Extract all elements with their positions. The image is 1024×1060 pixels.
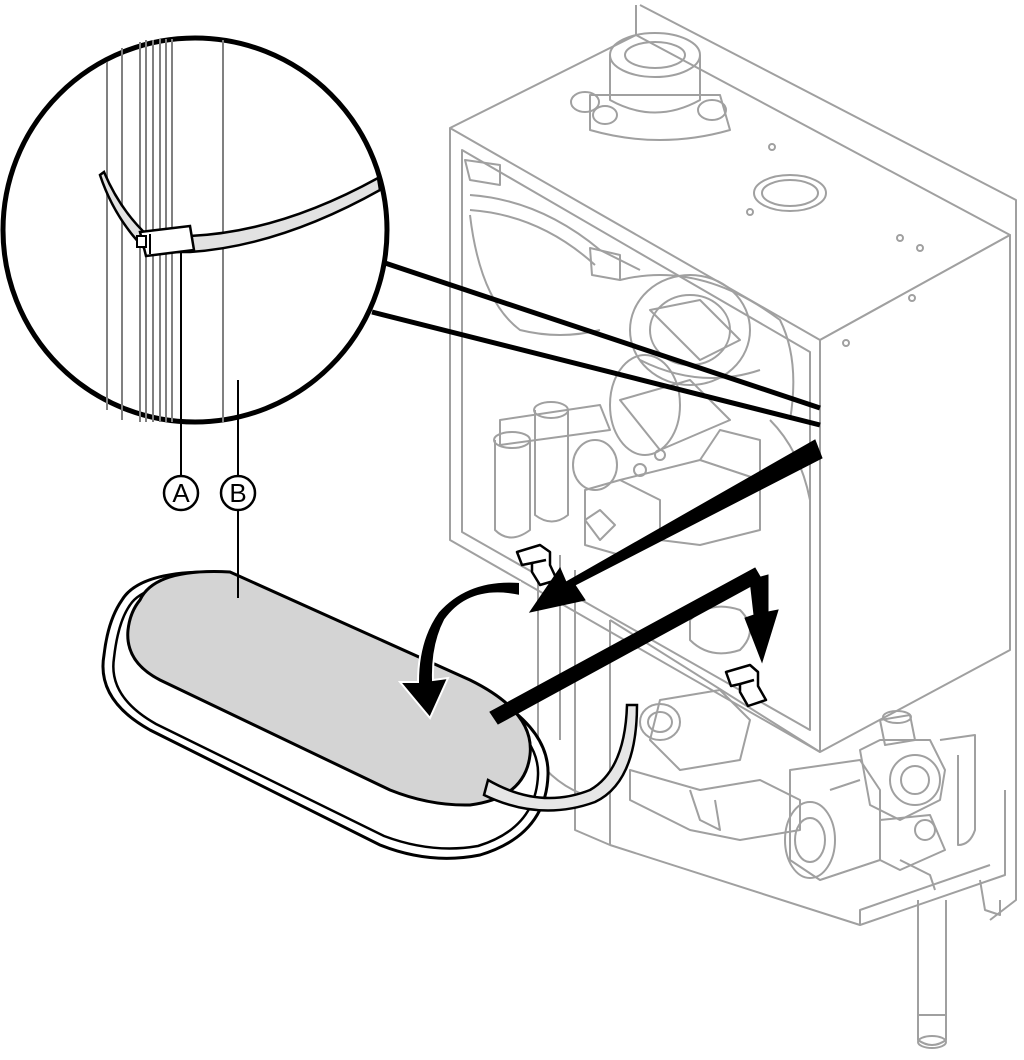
retaining-clip-upper — [515, 543, 559, 587]
callout-a-circle — [162, 474, 200, 512]
drain-pipe — [917, 900, 947, 1046]
expansion-vessel — [101, 570, 639, 860]
movement-arrows — [397, 439, 823, 725]
boiler-unit — [449, 4, 1017, 1049]
housing-left-side — [449, 128, 821, 753]
arrow-rotate — [397, 580, 521, 720]
detail-zoom-view — [0, 35, 821, 428]
internal-components — [464, 159, 1006, 1049]
retaining-clip-lower — [724, 663, 768, 708]
arrow-down — [744, 574, 779, 664]
callout-a-label: A — [172, 478, 190, 508]
cable-tie-head — [138, 224, 196, 258]
callout-b-label: B — [229, 478, 246, 508]
housing-front-face — [819, 234, 1011, 753]
callout-a: A — [162, 252, 200, 512]
arrow-pull-out — [528, 439, 823, 613]
connecting-hose — [482, 703, 639, 812]
top-port — [753, 174, 827, 212]
arrow-guide-bar — [489, 567, 763, 725]
zoom-wedge — [371, 259, 821, 428]
wall-mounting-plate — [639, 4, 1017, 921]
pipe-vertical — [494, 440, 531, 539]
zoom-circle — [0, 35, 390, 425]
flue-connection — [570, 32, 731, 141]
callout-b: B — [219, 380, 257, 598]
vessel-body — [126, 570, 532, 807]
